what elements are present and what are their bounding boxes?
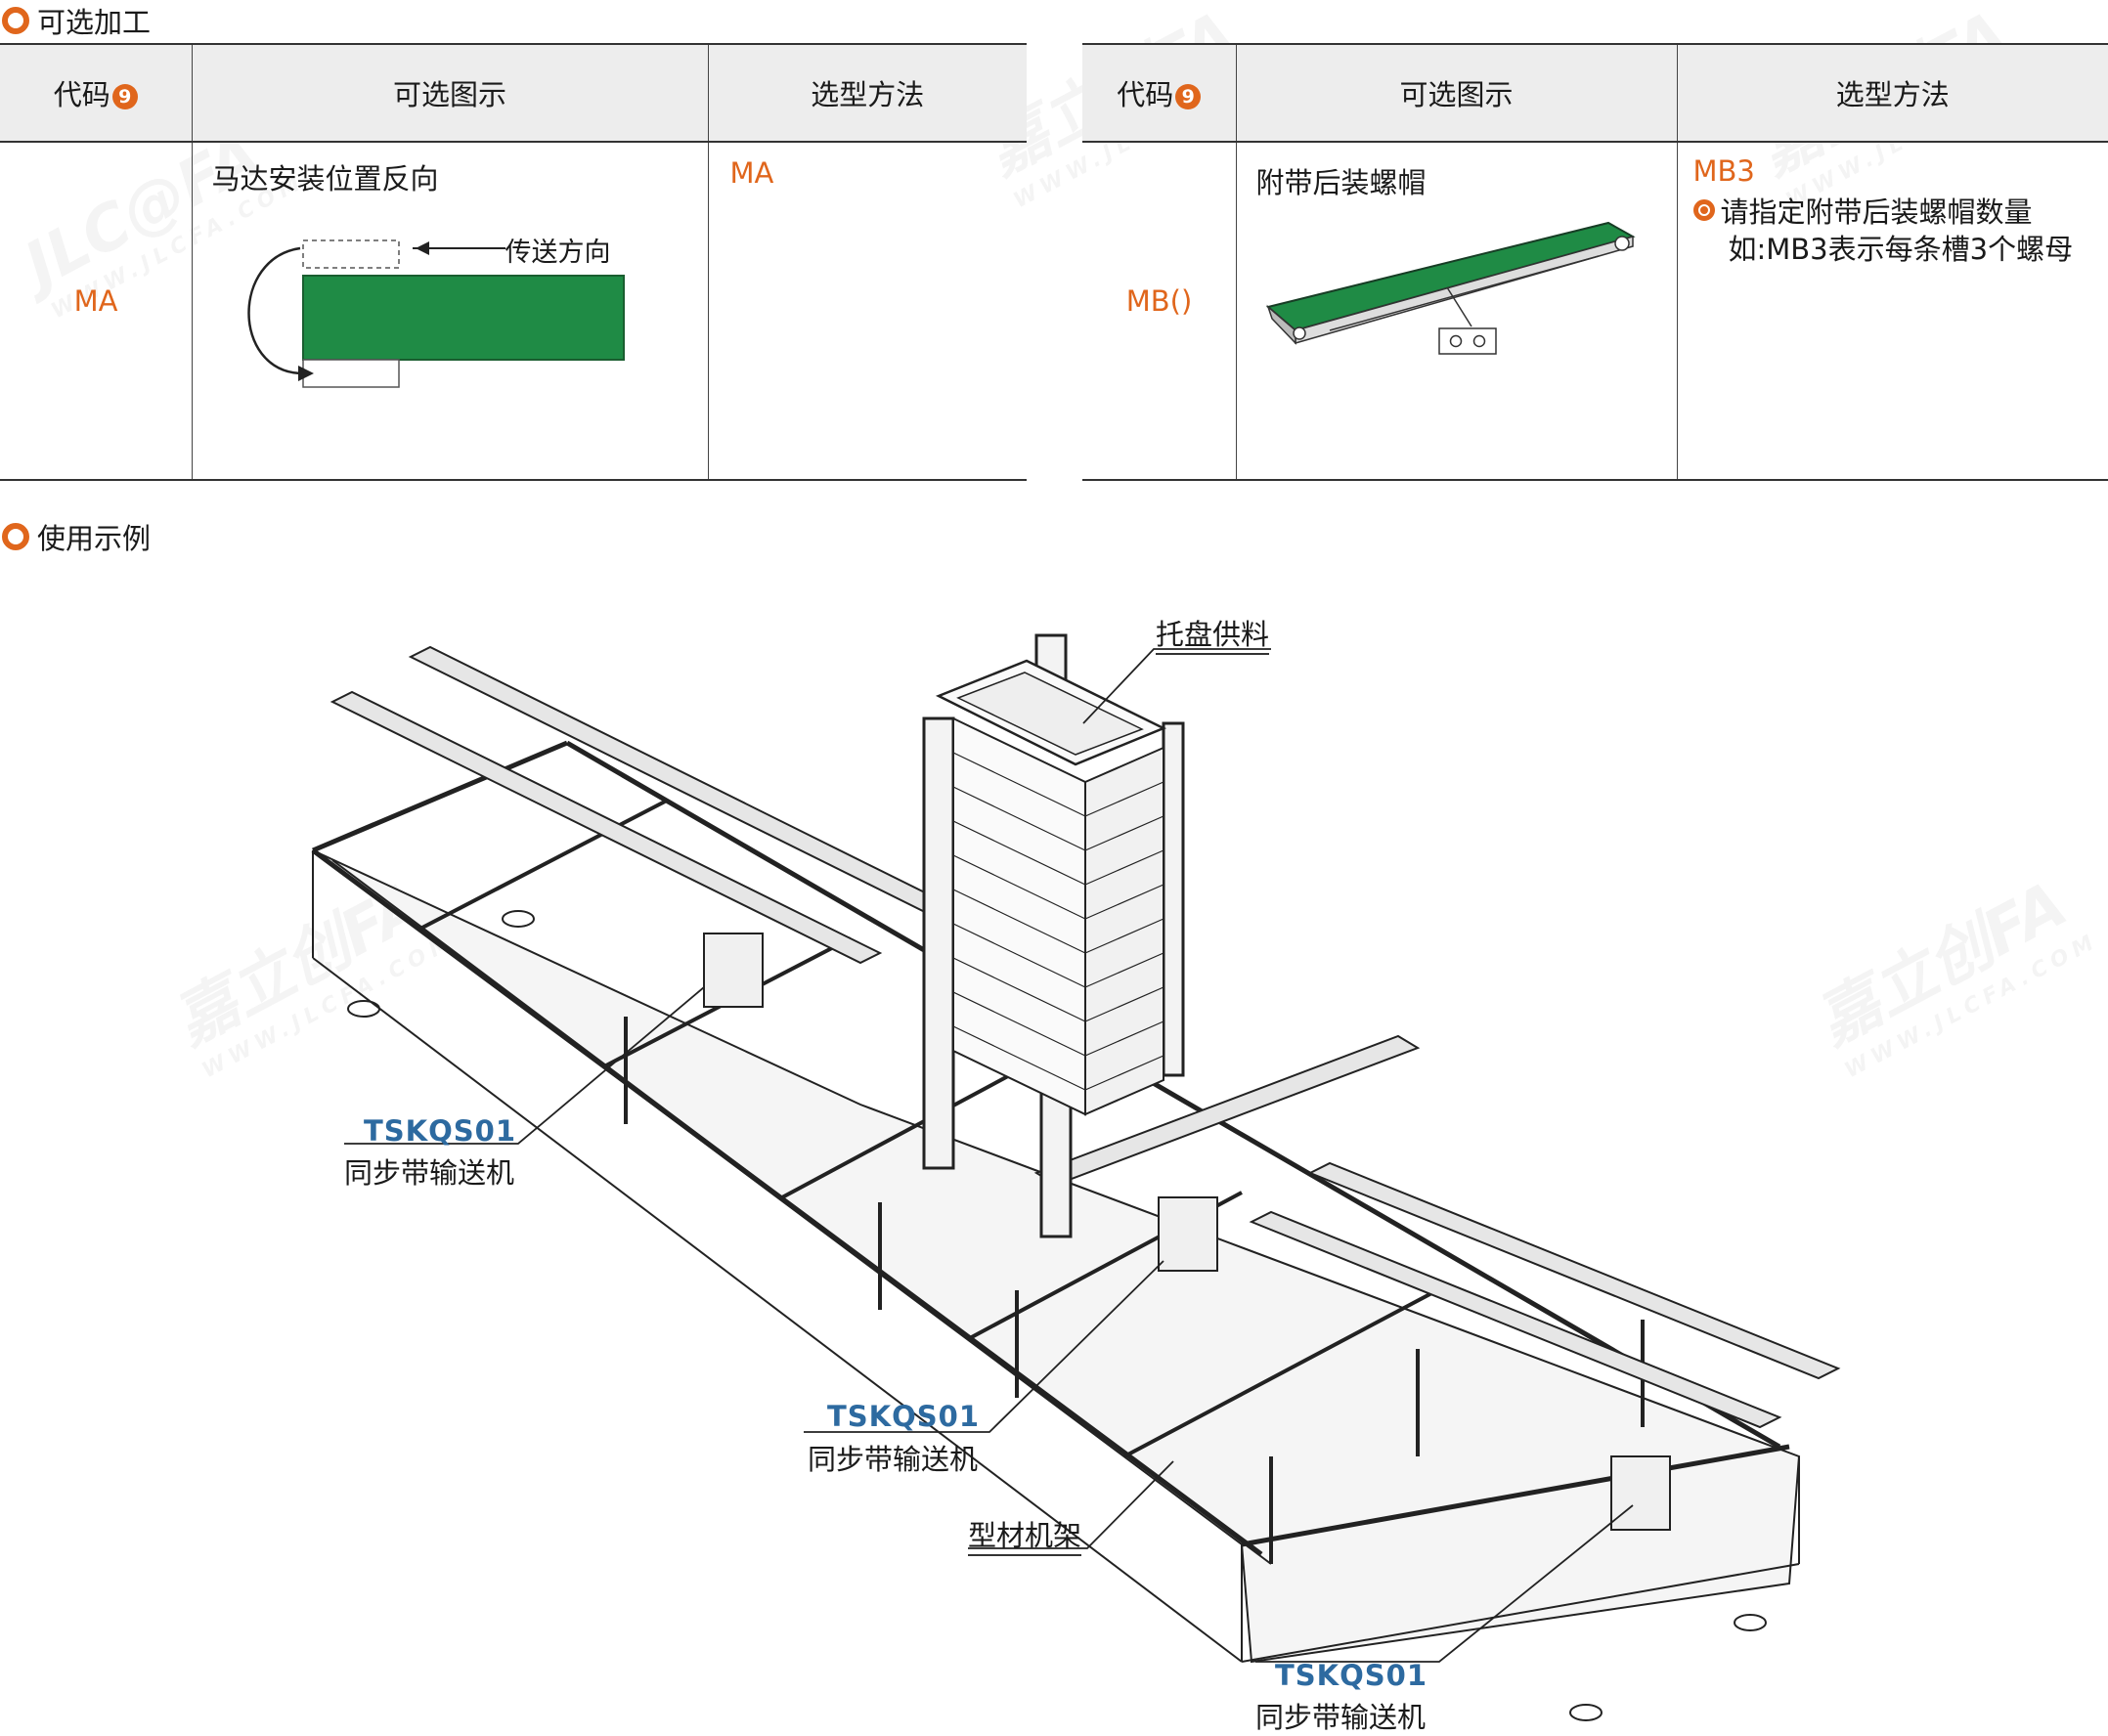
option-code: MA: [73, 284, 118, 318]
label-conveyor-code-1: TSKQS01: [364, 1114, 517, 1148]
badge-9: 9: [1175, 84, 1202, 109]
label-frame: 型材机架: [968, 1513, 1082, 1556]
conveyor-frame-illustration: [311, 633, 1841, 1721]
code-cell: MA: [0, 142, 192, 480]
header-diagram: 可选图示: [1235, 44, 1677, 142]
label-conveyor-code-2: TSKQS01: [827, 1400, 981, 1433]
direction-label: 传送方向: [505, 238, 611, 268]
option-code: MB(): [1125, 284, 1193, 318]
motor-reverse-diagram: [246, 239, 625, 388]
circle-bullet-icon: [2, 523, 29, 550]
target-bullet-icon: [1692, 199, 1715, 221]
header-method: 选型方法: [707, 44, 1027, 142]
diagram-title: 附带后装螺帽: [1255, 166, 1427, 199]
nut-conveyor-diagram: [1265, 221, 1636, 355]
method-cell: MA: [707, 142, 1027, 480]
method-line-1: 请指定附带后装螺帽数量: [1692, 190, 2033, 231]
diagram-title: 马达安装位置反向: [211, 162, 439, 195]
label-tray-supply: 托盘供料: [1156, 612, 1270, 655]
method-code: MB3: [1692, 154, 1755, 188]
header-diagram: 可选图示: [191, 44, 708, 142]
diagram-cell: 马达安装位置反向 传送方向: [191, 142, 708, 480]
badge-9: 9: [111, 84, 138, 109]
code-cell: MB(): [1082, 142, 1236, 480]
label-conveyor-name-3: 同步带输送机: [1255, 1701, 1427, 1734]
label-conveyor-code-3: TSKQS01: [1275, 1659, 1428, 1692]
section-title-usage: 使用示例: [2, 516, 151, 557]
header-method: 选型方法: [1676, 44, 2108, 142]
diagram-cell: 附带后装螺帽: [1235, 142, 1677, 480]
label-conveyor-name-1: 同步带输送机: [344, 1156, 515, 1190]
circle-bullet-icon: [2, 7, 29, 34]
section-title-optional: 可选加工: [2, 0, 151, 41]
method-code: MA: [729, 156, 774, 190]
label-conveyor-name-2: 同步带输送机: [808, 1443, 979, 1476]
method-line-2: 如:MB3表示每条槽3个螺母: [1728, 233, 2074, 266]
method-cell: MB3 请指定附带后装螺帽数量 如:MB3表示每条槽3个螺母: [1676, 142, 2108, 480]
